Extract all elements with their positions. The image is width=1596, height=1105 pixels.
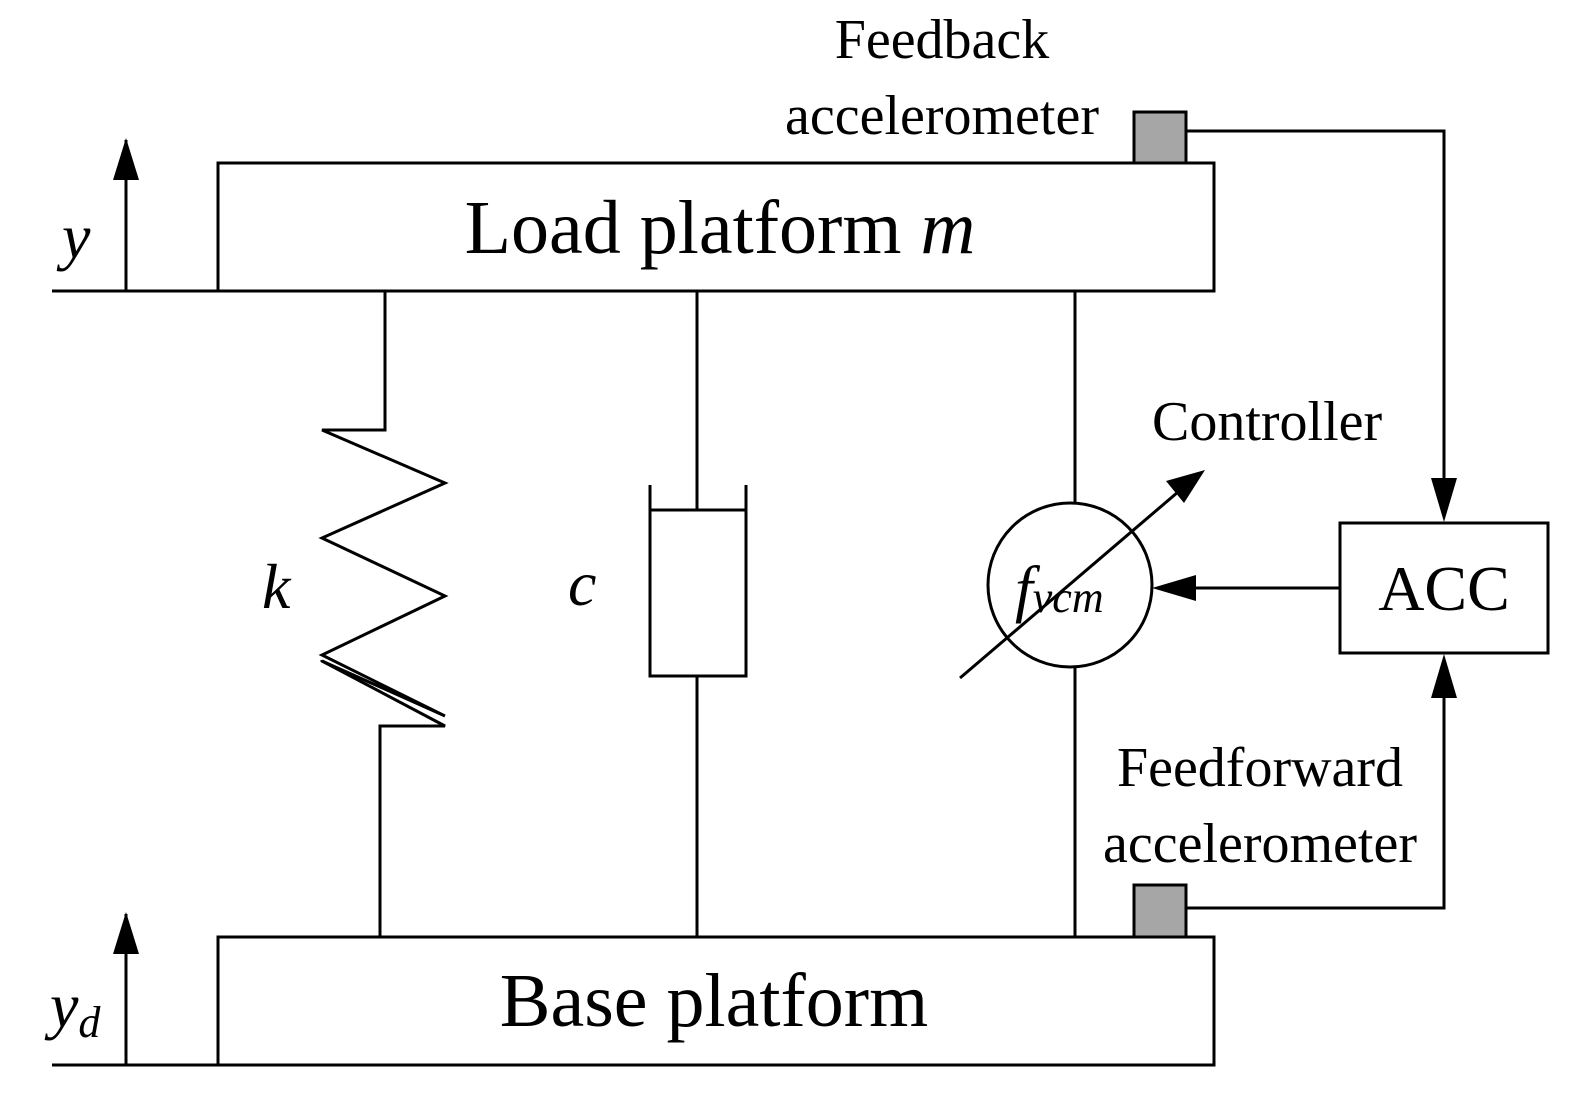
base-platform-label: Base platform [500, 959, 928, 1043]
feedback-signal-head [1431, 478, 1457, 522]
controller-label: Controller [1152, 391, 1383, 453]
feedforward-signal-head [1431, 654, 1457, 698]
feedback-label-line1: Feedback [835, 9, 1050, 71]
feedback-label-line2: accelerometer [785, 85, 1099, 147]
acc-to-actuator-head [1152, 575, 1196, 601]
acc-label: ACC [1378, 553, 1510, 624]
actuator-label: fvcm [1015, 553, 1104, 624]
yd-label: yd [44, 970, 101, 1047]
damper-cylinder [648, 485, 748, 678]
feedforward-signal-line [1186, 696, 1446, 910]
damper-c-label: c [568, 548, 596, 619]
spring-k-bottom [321, 659, 446, 937]
actuator-circle [986, 501, 1154, 669]
feedforward-sensor [1132, 883, 1188, 939]
feedback-sensor [1132, 110, 1188, 165]
feedforward-label-line1: Feedforward [1117, 737, 1403, 799]
controller-diagonal-head [1166, 470, 1205, 503]
y-label: y [56, 201, 91, 272]
feedforward-label-line2: accelerometer [1103, 813, 1417, 875]
spring-k-label: k [262, 551, 292, 622]
load-platform-label: Load platform m [465, 186, 976, 270]
controller-diagonal [959, 490, 1179, 680]
feedback-signal-line [1186, 129, 1446, 480]
spring-k [318, 291, 449, 718]
y-arrow-head [113, 138, 139, 180]
yd-arrow-head [113, 912, 139, 954]
